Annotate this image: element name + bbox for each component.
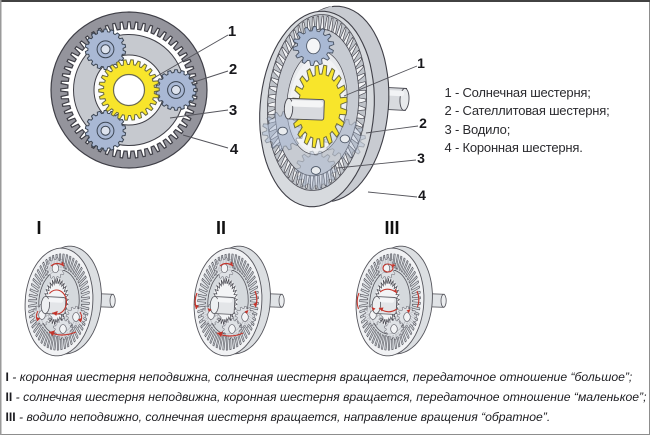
svg-text:II: II — [216, 218, 226, 238]
svg-text:2 - Сателлитовая шестерня;: 2 - Сателлитовая шестерня; — [445, 103, 610, 118]
svg-text:3 - Водило;: 3 - Водило; — [445, 122, 511, 137]
svg-text:I - коронная шестерня неподвиж: I - коронная шестерня неподвижна, солнеч… — [6, 370, 633, 384]
svg-text:III: III — [384, 218, 399, 238]
svg-text:4: 4 — [418, 187, 426, 203]
svg-text:1 - Солнечная шестерня;: 1 - Солнечная шестерня; — [445, 85, 591, 100]
svg-text:3: 3 — [229, 102, 237, 119]
svg-text:I: I — [36, 218, 41, 238]
svg-text:2: 2 — [229, 61, 237, 78]
svg-text:1: 1 — [417, 55, 425, 71]
svg-text:2: 2 — [419, 115, 427, 131]
svg-text:4 - Коронная шестерня.: 4 - Коронная шестерня. — [445, 140, 583, 155]
svg-text:II - солнечная шестерня неподв: II - солнечная шестерня неподвижна, коро… — [6, 390, 647, 404]
svg-text:III - водило неподвижно, солне: III - водило неподвижно, солнечная шесте… — [6, 410, 551, 424]
svg-text:1: 1 — [228, 23, 236, 40]
svg-text:4: 4 — [230, 141, 239, 158]
svg-text:3: 3 — [417, 150, 425, 166]
